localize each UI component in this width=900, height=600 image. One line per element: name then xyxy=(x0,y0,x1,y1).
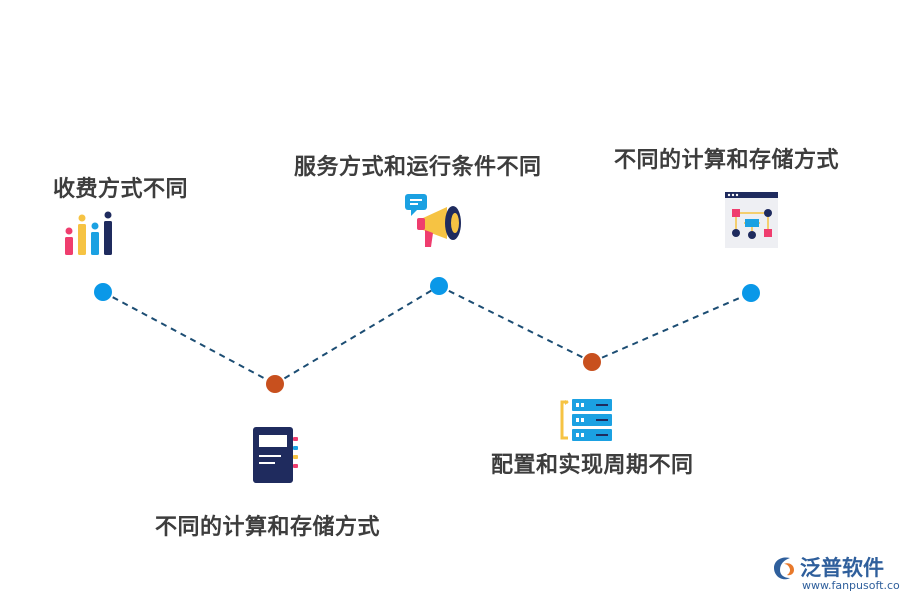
node-dot-1 xyxy=(94,283,112,301)
connector-2-3 xyxy=(274,285,440,385)
node-label-1: 收费方式不同 xyxy=(53,177,189,202)
node-dot-3 xyxy=(430,277,448,295)
server-icon xyxy=(560,399,612,441)
connector-4-5 xyxy=(591,292,752,363)
flowchart-icon xyxy=(725,192,778,248)
node-dot-2 xyxy=(266,375,284,393)
node-label-4: 配置和实现周期不同 xyxy=(491,453,694,478)
node-dot-5 xyxy=(742,284,760,302)
logo-url: www.fanpusoft.com xyxy=(802,579,900,592)
node-label-3: 服务方式和运行条件不同 xyxy=(294,155,542,180)
logo-name: 泛普软件 xyxy=(800,556,884,580)
logo-mark-icon xyxy=(774,557,794,580)
node-dot-4 xyxy=(583,353,601,371)
brand-logo: 泛普软件 www.fanpusoft.com xyxy=(770,552,900,598)
node-label-5: 不同的计算和存储方式 xyxy=(614,148,840,173)
bar-chart-icon xyxy=(65,211,112,255)
megaphone-icon xyxy=(405,194,461,247)
connector-3-4 xyxy=(438,285,593,363)
node-label-2: 不同的计算和存储方式 xyxy=(155,515,381,540)
notebook-icon xyxy=(253,427,298,483)
connector-1-2 xyxy=(102,291,276,385)
